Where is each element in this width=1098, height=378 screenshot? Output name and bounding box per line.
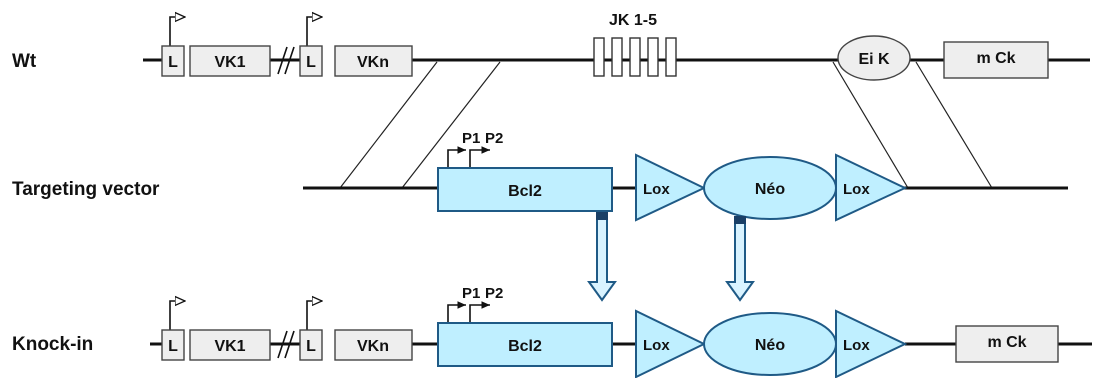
recombination-arrows xyxy=(587,212,755,302)
wt-break-mark xyxy=(284,46,295,75)
row-label-targeting-vector: Targeting vector xyxy=(12,179,160,200)
ki-break-mark xyxy=(277,330,288,359)
down-arrow-icon xyxy=(587,215,617,302)
eik-enhancer xyxy=(837,35,911,81)
row-label-knock-in: Knock-in xyxy=(12,334,93,355)
ki-bcl2-label: Bcl2 xyxy=(508,338,542,355)
jk-segment xyxy=(611,37,623,77)
jk-segment xyxy=(665,37,677,77)
tv-bcl2-label: Bcl2 xyxy=(508,183,542,200)
ki-mck-label: m Ck xyxy=(987,334,1026,351)
tv-promoter-p2-arrow xyxy=(469,146,490,168)
wt-row: Wt L VK1 L VKn JK 1-5 xyxy=(12,12,1090,81)
down-arrow-icon xyxy=(725,219,755,302)
tv-p1-label: P1 xyxy=(462,130,480,147)
tv-neo-label: Néo xyxy=(755,181,785,198)
homology-line xyxy=(832,61,909,189)
ki-mck-box xyxy=(955,325,1059,363)
wt-vk1-label: VK1 xyxy=(214,54,245,71)
wt-l-box-2 xyxy=(299,45,323,77)
ki-lox-label-2: Lox xyxy=(843,337,870,354)
jk-segments xyxy=(593,37,677,77)
down-arrow-cap xyxy=(734,216,746,224)
ki-promoter-arrow-1 xyxy=(169,301,185,330)
wt-vkn-box xyxy=(334,45,413,77)
ki-promoter-p1-arrow xyxy=(447,301,466,323)
homology-line xyxy=(401,61,501,189)
ki-l-box-2 xyxy=(299,329,323,361)
tv-p2-label: P2 xyxy=(485,130,503,147)
jk-label: JK 1-5 xyxy=(609,12,657,29)
wt-l-box-1 xyxy=(161,45,185,77)
wt-mck-label: m Ck xyxy=(976,50,1015,67)
ki-p2-label: P2 xyxy=(485,285,503,302)
ki-lox-label-1: Lox xyxy=(643,337,670,354)
wt-promoter-arrow-1 xyxy=(169,17,185,46)
jk-segment xyxy=(629,37,641,77)
ki-promoter-p2-arrow xyxy=(469,301,490,323)
ki-neo-label: Néo xyxy=(755,337,785,354)
wt-l-label-1: L xyxy=(168,54,178,71)
ki-vk1-box xyxy=(189,329,271,361)
ki-l-label-2: L xyxy=(306,338,316,355)
ki-p1-label: P1 xyxy=(462,285,480,302)
tv-bcl2-box xyxy=(437,167,613,212)
knock-in-row: Knock-in L VK1 L VKn P1 P2 Bcl2 xyxy=(12,285,1092,378)
ki-lox-site-1 xyxy=(635,309,707,378)
tv-lox-label-2: Lox xyxy=(843,181,870,198)
tv-lox-site-2 xyxy=(835,153,908,222)
down-arrow-cap xyxy=(596,212,608,220)
tv-promoter-p1-arrow xyxy=(447,146,466,168)
eik-label: Ei K xyxy=(858,51,890,68)
ki-bcl2-box xyxy=(437,322,613,367)
ki-lox-site-2 xyxy=(835,309,908,378)
tv-lox-label-1: Lox xyxy=(643,181,670,198)
ki-vk1-label: VK1 xyxy=(214,338,245,355)
wt-vk1-box xyxy=(189,45,271,77)
ki-l-box-1 xyxy=(161,329,185,361)
ki-vkn-box xyxy=(334,329,413,361)
homology-line xyxy=(915,61,993,189)
ki-l-label-1: L xyxy=(168,338,178,355)
targeting-vector-row: Targeting vector P1 P2 Bcl2 Lox Néo Lox xyxy=(12,130,1068,222)
tv-lox-site-1 xyxy=(635,153,707,222)
wt-mck-box xyxy=(943,41,1049,79)
wt-promoter-arrow-2 xyxy=(306,17,322,46)
homology-lines xyxy=(339,61,993,189)
homology-line xyxy=(339,61,438,189)
wt-break-mark xyxy=(277,46,288,75)
ki-vkn-label: VKn xyxy=(357,338,389,355)
ki-promoter-arrow-2 xyxy=(306,301,322,330)
row-label-wt: Wt xyxy=(12,51,37,72)
jk-segment xyxy=(593,37,605,77)
ki-break-mark xyxy=(284,330,295,359)
wt-l-label-2: L xyxy=(306,54,316,71)
jk-segment xyxy=(647,37,659,77)
wt-vkn-label: VKn xyxy=(357,54,389,71)
